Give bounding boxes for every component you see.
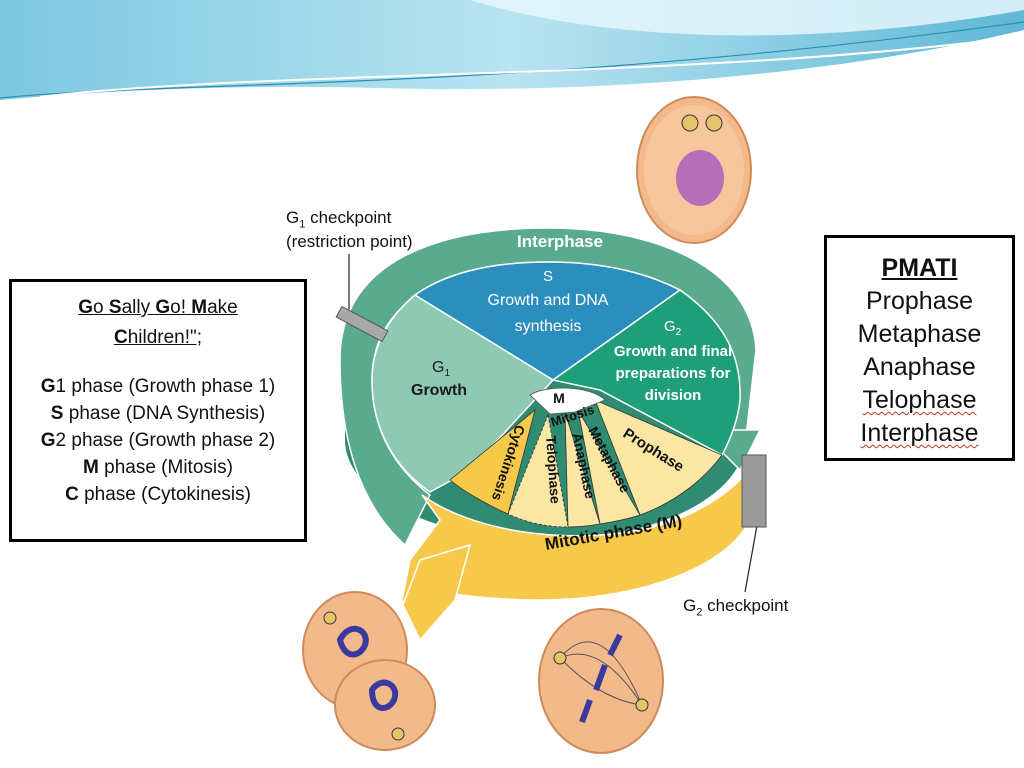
s-label: S bbox=[543, 268, 553, 285]
list-item: Interphase bbox=[860, 419, 979, 447]
list-item: Telophase bbox=[862, 386, 977, 414]
g1-sector bbox=[371, 294, 555, 493]
prophase-sector bbox=[594, 399, 723, 516]
s-desc-line1: Growth and DNA bbox=[488, 292, 609, 309]
telophase-cell-image bbox=[302, 591, 436, 751]
s-sector bbox=[413, 261, 682, 381]
g2-desc-line3: division bbox=[645, 387, 702, 404]
pmati-box: PMATI Prophase Metaphase Anaphase Teloph… bbox=[824, 235, 1015, 461]
g2-desc-line2: preparations for bbox=[615, 365, 730, 382]
g2-desc-line1: Growth and final bbox=[614, 343, 732, 360]
restriction-point-label: (restriction point) bbox=[286, 232, 413, 251]
m-label: M bbox=[553, 390, 565, 406]
list-item: S phase (DNA Synthesis) bbox=[50, 403, 266, 424]
g2-checkpoint-leader bbox=[744, 519, 759, 593]
list-item: Prophase bbox=[865, 287, 974, 315]
list-item: G2 phase (Growth phase 2) bbox=[40, 430, 276, 451]
mnemonic-box: Go Sally Go! Make Children!"; G1 phase (… bbox=[9, 279, 307, 542]
header-wave bbox=[0, 0, 1024, 100]
interphase-label: Interphase bbox=[517, 232, 603, 251]
g1-checkpoint-bar bbox=[335, 305, 389, 343]
g2-sector bbox=[551, 289, 741, 457]
mnemonic-list: G1 phase (Growth phase 1) S phase (DNA S… bbox=[12, 373, 304, 508]
list-item: G1 phase (Growth phase 1) bbox=[40, 376, 276, 397]
list-item: Metaphase bbox=[857, 320, 982, 348]
mnemonic-title: Go Sally Go! Make Children!"; bbox=[78, 297, 238, 348]
g1-label: G1 bbox=[432, 359, 450, 379]
list-item: C phase (Cytokinesis) bbox=[65, 484, 251, 505]
pmati-heading: PMATI bbox=[881, 254, 958, 282]
g1-checkpoint-label: G1 checkpoint bbox=[286, 208, 392, 231]
metaphase-cell-image bbox=[538, 608, 664, 754]
cytokinesis-sector bbox=[449, 408, 536, 515]
list-item: M phase (Mitosis) bbox=[83, 457, 233, 478]
list-item: Anaphase bbox=[863, 353, 976, 381]
g2-checkpoint-bar bbox=[741, 454, 767, 528]
g2-label: G2 bbox=[664, 318, 682, 338]
telophase-label: Telophase bbox=[543, 435, 564, 504]
s-desc-line2: synthesis bbox=[515, 318, 582, 335]
anaphase-sector bbox=[564, 411, 601, 528]
interphase-cell-image bbox=[636, 96, 752, 244]
g2-checkpoint-label: G2 checkpoint bbox=[683, 596, 789, 619]
m-hub bbox=[529, 387, 606, 415]
g1-desc: Growth bbox=[411, 382, 467, 399]
